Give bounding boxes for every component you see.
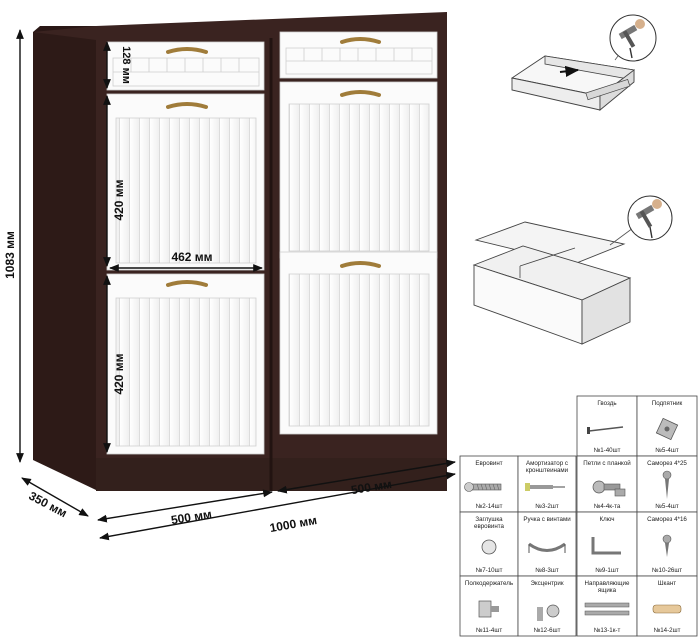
parts-table-cell: Саморез 4*16 №10-26шт [636,511,698,577]
dim-section-left: 500 мм [170,507,213,527]
part-count: №2-14шт [476,503,503,510]
part-count: №14-2шт [654,627,681,634]
drawer-handle [340,37,381,44]
left-upper-door [106,93,265,271]
part-count: №7-10шт [476,567,503,574]
parts-table-cell: Евровинт №2-14шт [459,455,519,513]
dimension-lines [16,29,456,541]
part-name: Гвоздь [597,400,616,407]
part-count: №4-4к-та [594,503,621,510]
parts-table-cell: Эксцентрик №12-6шт [517,575,577,637]
dim-section-right: 500 мм [350,477,393,497]
shock-absorber-icon [525,483,565,491]
part-count: №10-26шт [652,567,682,574]
part-name: Ключ [600,516,615,523]
part-name: кронштеинами [526,467,569,474]
assembly-detail-box [472,195,673,345]
parts-table-cell: Шкант №14-2шт [636,575,698,637]
part-name: Эксцентрик [530,580,563,587]
foot-pad-icon [655,417,679,441]
hinge-icon [592,480,626,497]
part-count: №1-40шт [594,447,621,454]
dim-door-upper: 420 мм [112,179,126,220]
dowel-icon [652,604,682,614]
nail-icon [587,426,624,434]
cabinet [33,12,447,491]
hammer-icon [618,19,645,48]
part-count: №5-4шт [655,503,679,510]
parts-table-cell: Ключ №9-1шт [576,511,638,577]
part-name: Направляющие [585,580,630,587]
dim-width-total: 1000 мм [269,513,319,535]
detail-zoom-circle [609,14,657,62]
parts-table-cell: Саморез 4*25 №5-4шт [636,455,698,513]
part-name: Подпятник [652,400,683,407]
door-handle [340,90,381,97]
parts-table: Гвоздь№1-40штПодпятник№5-4штЕвровинт№2-1… [459,395,698,637]
parts-table-cell: Полкодержатель №11-4шт [459,575,519,637]
dim-height-total: 1083 мм [3,231,17,279]
door-handle [166,102,208,109]
hex-key-icon [591,537,621,555]
part-count: №3-2шт [535,503,559,510]
door-handle [166,280,208,287]
part-name: Заглушка [475,516,503,523]
dim-inner-width: 462 мм [171,250,212,264]
small-screw-icon [662,534,672,557]
part-name: Полкодержатель [465,580,513,587]
assembly-detail-drawer [510,14,657,111]
part-name: Ручка с винтами [523,516,571,523]
door-handle [340,261,381,268]
parts-table-cell: Подпятник №5-4шт [636,395,698,457]
right-upper-door [279,81,438,259]
right-drawer [279,31,438,79]
left-lower-door [106,273,265,455]
part-name: Саморез 4*25 [647,460,687,467]
part-name: евровинта [474,523,505,530]
left-drawer [106,41,265,91]
hammer-icon [635,199,662,228]
right-lower-door [279,251,438,435]
handle-icon [528,542,566,553]
eccentric-icon [537,604,560,621]
part-count: №12-6шт [534,627,561,634]
part-name: Евровинт [475,460,502,467]
part-count: №13-1к-т [594,627,621,634]
parts-table-cell: Петли с планкой №4-4к-та [576,455,638,513]
cap-icon [481,539,497,555]
shelf-support-icon [478,600,499,618]
parts-table-cell: Гвоздь №1-40шт [576,395,638,457]
drawer-handle [166,47,208,54]
parts-table-cell: Ручка с винтами №8-3шт [517,511,577,577]
part-count: №8-3шт [535,567,559,574]
cabinet-left-side [33,32,96,490]
detail-zoom-circle [627,195,673,241]
part-name: Саморез 4*16 [647,516,687,523]
part-count: №11-4шт [476,627,503,634]
drawer-rail-icon [584,602,630,616]
dim-drawer-height: 128 мм [120,46,132,84]
part-name: Петли с планкой [583,460,631,467]
part-name: Амортизатор с [526,460,568,467]
part-name: ящика [598,587,617,594]
euroscrew-icon [464,482,502,492]
screw-icon [662,470,672,499]
part-name: Шкант [658,580,676,587]
dim-door-lower: 420 мм [112,353,126,394]
part-count: №9-1шт [595,567,619,574]
part-count: №5-4шт [655,447,679,454]
